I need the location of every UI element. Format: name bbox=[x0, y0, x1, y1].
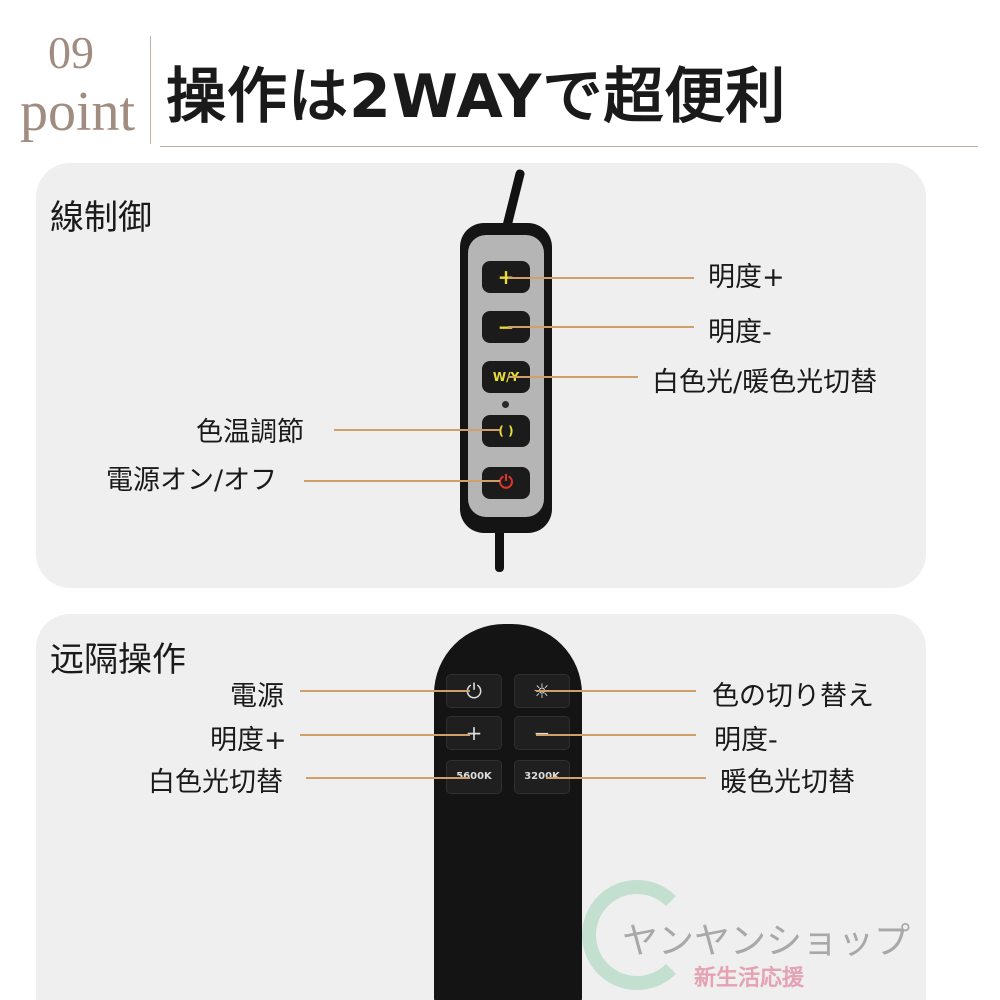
indicator-led bbox=[502, 401, 509, 408]
remote-section-title: 远隔操作 bbox=[50, 640, 186, 680]
label-wired-white-warm-switch: 白色光/暖色光切替 bbox=[652, 367, 878, 398]
label-wired-bright-up: 明度+ bbox=[708, 262, 785, 293]
label-wired-power: 電源オン/オフ bbox=[106, 465, 278, 496]
label-remote-warm-switch: 暖色光切替 bbox=[720, 767, 855, 798]
label-remote-white-switch: 白色光切替 bbox=[148, 767, 283, 798]
label-remote-power: 電源 bbox=[230, 681, 284, 712]
remote-plus-button[interactable]: + bbox=[446, 716, 502, 750]
leader-line-remote-power bbox=[300, 690, 470, 692]
label-remote-color-switch: 色の切り替え bbox=[712, 681, 874, 712]
watermark-tagline: 新生活応援 bbox=[694, 966, 805, 991]
remote-minus-button[interactable]: − bbox=[514, 716, 570, 750]
cable-bottom bbox=[495, 528, 504, 572]
watermark-shop-name: ヤンヤンショップ bbox=[622, 921, 911, 962]
leader-line-bright-up bbox=[508, 277, 694, 279]
wired-section-title: 線制御 bbox=[50, 198, 152, 238]
leader-line-remote-bright-down bbox=[536, 734, 696, 736]
leader-line-white-warm bbox=[508, 376, 638, 378]
wired-cycle-button[interactable]: ( ) bbox=[482, 415, 530, 447]
leader-line-remote-color bbox=[536, 690, 696, 692]
label-remote-bright-down: 明度- bbox=[714, 725, 778, 756]
leader-line-remote-white bbox=[306, 777, 470, 779]
label-wired-color-temp: 色温調節 bbox=[196, 417, 304, 448]
leader-line-remote-warm bbox=[546, 777, 706, 779]
label-remote-bright-up: 明度+ bbox=[210, 725, 287, 756]
wired-controller: + − W/Y ( ) ⏻ bbox=[460, 223, 552, 533]
header-divider-vertical bbox=[150, 36, 151, 144]
leader-line-color-temp bbox=[334, 429, 500, 431]
leader-line-remote-bright-up bbox=[300, 734, 470, 736]
leader-line-wired-power bbox=[304, 480, 500, 482]
leader-line-bright-down bbox=[508, 326, 694, 328]
page-title: 操作は2WAYで超便利 bbox=[166, 62, 787, 132]
header-divider-horizontal bbox=[160, 146, 978, 147]
point-word: point bbox=[20, 81, 136, 143]
remote-controller: ⏻ ☼ + − 5600K 3200K bbox=[434, 624, 582, 1000]
label-wired-bright-down: 明度- bbox=[708, 317, 772, 348]
point-number: 09 bbox=[48, 27, 94, 78]
wired-power-button[interactable]: ⏻ bbox=[482, 467, 530, 499]
